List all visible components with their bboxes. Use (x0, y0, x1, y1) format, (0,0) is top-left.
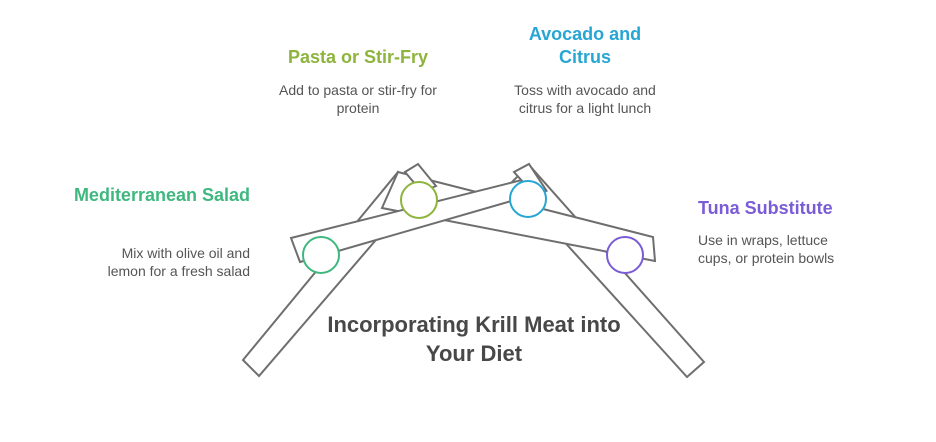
avocado-desc: Toss with avocado and citrus for a light… (514, 82, 656, 116)
mediterranean-node (302, 236, 340, 274)
avocado-title: Avocado and Citrus (528, 24, 642, 67)
diagram-title: Incorporating Krill Meat into Your Diet (327, 312, 621, 366)
mediterranean-desc: Mix with olive oil and lemon for a fresh… (107, 245, 250, 279)
pasta-node (400, 181, 438, 219)
right-crossbar (380, 170, 657, 263)
tuna-desc: Use in wraps, lettuce cups, or protein b… (698, 232, 835, 266)
mediterranean-title: Mediterranean Salad (73, 185, 250, 205)
tuna-title: Tuna Substitute (698, 198, 833, 218)
pasta-title: Pasta or Stir-Fry (287, 47, 429, 67)
tuna-node (606, 236, 644, 274)
pasta-desc: Add to pasta or stir-fry for protein (279, 82, 437, 116)
avocado-node (509, 180, 547, 218)
